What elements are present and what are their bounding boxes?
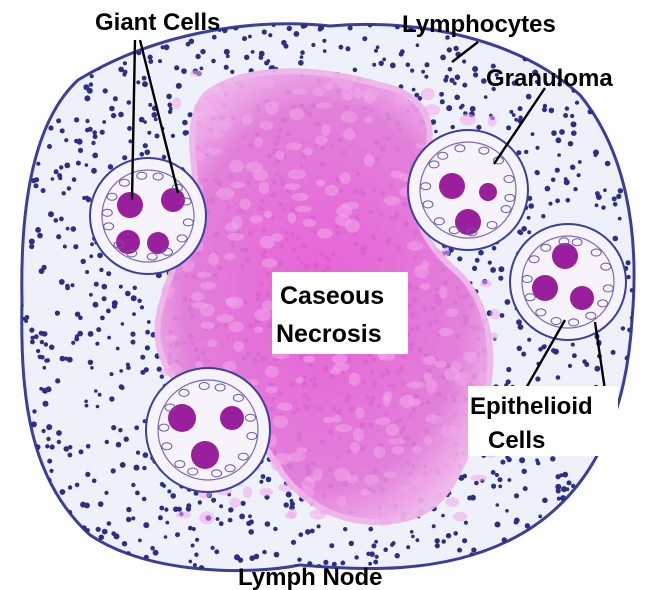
giant-cell: [479, 183, 497, 201]
giant-cell: [439, 173, 465, 199]
giant-cell: [570, 286, 594, 310]
label-cells: Cells: [488, 427, 545, 454]
label-epithelioid: Epithelioid: [470, 393, 593, 420]
giant-cell: [117, 192, 143, 218]
giant-cell: [168, 404, 196, 432]
giant-cell: [116, 230, 140, 254]
giant-cell: [220, 406, 244, 430]
giant-cell: [552, 243, 578, 269]
label-necrosis: Necrosis: [276, 320, 382, 348]
granuloma-bottom-left: [146, 368, 270, 492]
label-caseous: Caseous: [280, 282, 384, 310]
giant-cell: [191, 441, 219, 469]
giant-cell: [147, 232, 169, 254]
label-lymphocytes: Lymphocytes: [402, 11, 556, 38]
label-granuloma: Granuloma: [486, 65, 613, 92]
label-giant-cells: Giant Cells: [95, 9, 220, 36]
label-lymph-node: Lymph Node: [238, 564, 382, 590]
giant-cell: [532, 275, 558, 301]
